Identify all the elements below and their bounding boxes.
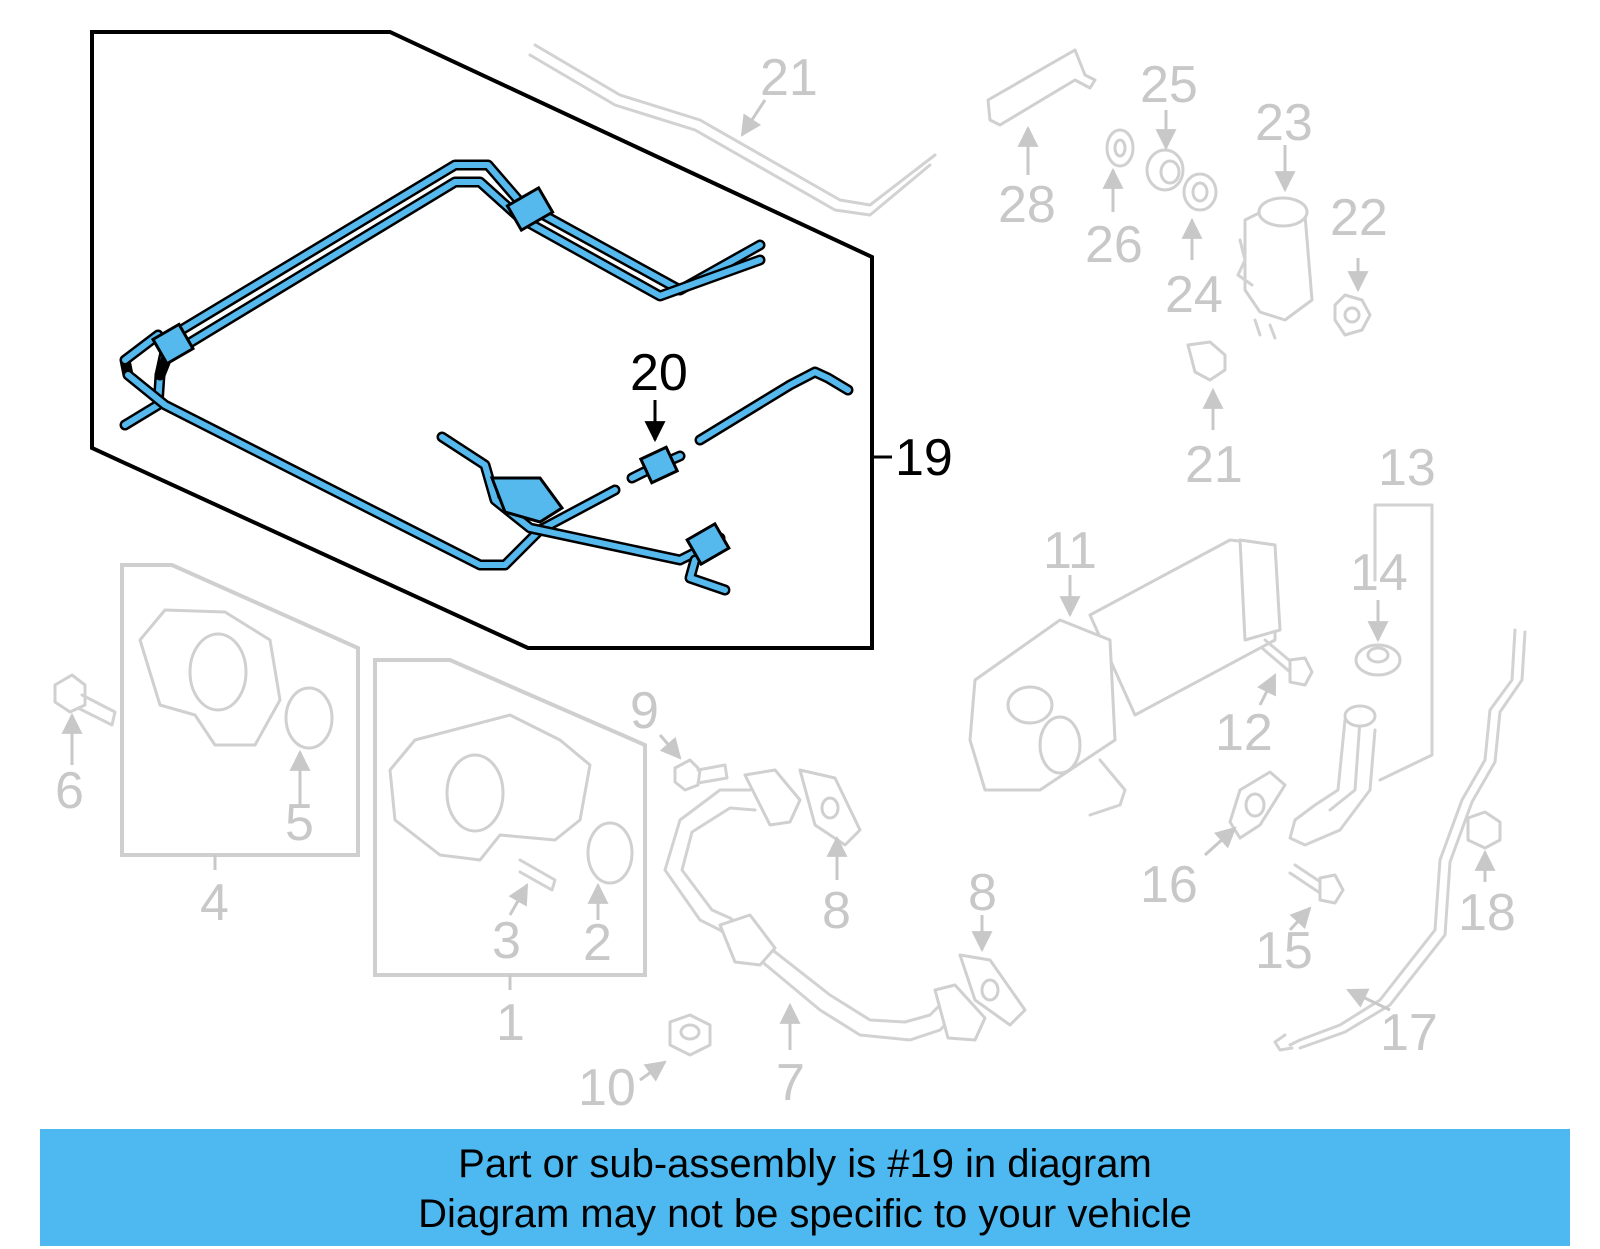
callout-11[interactable]: 11 (1043, 522, 1097, 580)
part-13-hose[interactable] (1288, 704, 1377, 847)
part-18-nut[interactable] (1466, 810, 1502, 850)
assembly-1-box[interactable] (373, 658, 647, 977)
arrow-3 (508, 883, 529, 916)
arrow-16 (1203, 826, 1237, 857)
arrow-12 (1257, 673, 1277, 706)
callout-12[interactable]: 12 (1215, 704, 1273, 762)
part-7-pipe[interactable] (663, 768, 987, 1042)
part-11-egr-cooler[interactable] (968, 538, 1282, 817)
vacuum-hose-assembly[interactable] (119, 159, 854, 596)
arrow-21 (740, 99, 767, 137)
callout-23[interactable]: 22 (1330, 189, 1388, 247)
part-8-gasket-lower[interactable] (958, 953, 1027, 1027)
part-22-solenoid[interactable] (1236, 196, 1314, 340)
callout-1[interactable]: 1 (496, 994, 525, 1052)
part-28-bracket[interactable] (986, 48, 1097, 127)
callout-4[interactable]: 4 (200, 874, 229, 932)
callout-9[interactable]: 9 (630, 682, 659, 740)
arrow-9 (658, 734, 682, 760)
callout-24[interactable]: 21 (1185, 436, 1243, 494)
part-6-bolt[interactable] (53, 673, 117, 727)
callout-6[interactable]: 6 (55, 762, 84, 820)
part-21-rod[interactable] (528, 43, 937, 217)
callout-19[interactable]: 19 (895, 429, 953, 487)
info-banner: Part or sub-assembly is #19 in diagram D… (40, 1129, 1570, 1246)
callout-16[interactable]: 16 (1140, 856, 1198, 914)
callout-15[interactable]: 15 (1255, 922, 1313, 980)
bracket-13 (1373, 503, 1434, 782)
callout-20[interactable]: 20 (630, 344, 688, 402)
part-20-connector[interactable] (626, 445, 686, 485)
banner-line-2: Diagram may not be specific to your vehi… (418, 1192, 1192, 1236)
arrow-17 (1346, 988, 1391, 1012)
callout-25[interactable]: 24 (1165, 266, 1223, 324)
part-9-bolt[interactable] (673, 758, 729, 792)
banner-line-1: Part or sub-assembly is #19 in diagram (458, 1142, 1152, 1186)
part-16-gasket[interactable] (1228, 770, 1287, 840)
part-23-nut[interactable] (1333, 293, 1372, 337)
callout-8a[interactable]: 8 (822, 882, 851, 940)
part-25-washer[interactable] (1182, 172, 1218, 212)
part-8-gasket-upper[interactable] (798, 768, 862, 847)
callout-13[interactable]: 13 (1378, 439, 1436, 497)
assembly-19-box[interactable] (90, 30, 874, 650)
callout-8b[interactable]: 8 (968, 864, 997, 922)
callout-10[interactable]: 10 (578, 1059, 636, 1117)
callout-17[interactable]: 17 (1380, 1004, 1438, 1062)
part-17-sensor-line[interactable] (1273, 628, 1527, 1052)
part-10-nut[interactable] (668, 1013, 712, 1057)
callout-22[interactable]: 23 (1255, 94, 1313, 152)
arrow-15 (1288, 906, 1312, 932)
callout-7[interactable]: 7 (776, 1054, 805, 1112)
callout-14[interactable]: 14 (1350, 544, 1408, 602)
part-15-bolt[interactable] (1288, 863, 1345, 905)
callout-18[interactable]: 18 (1458, 884, 1516, 942)
part-12-bolt[interactable] (1260, 638, 1314, 687)
callout-2[interactable]: 2 (583, 914, 612, 972)
part-14-grommet[interactable] (1354, 643, 1402, 677)
assembly-4-box[interactable] (120, 563, 360, 857)
arrow-10 (639, 1060, 667, 1082)
callout-3[interactable]: 3 (492, 912, 521, 970)
callout-28[interactable]: 28 (998, 176, 1056, 234)
callout-5[interactable]: 5 (285, 794, 314, 852)
part-24-bolt[interactable] (1186, 340, 1227, 382)
part-27-washer[interactable] (1105, 128, 1135, 168)
callout-27[interactable]: 26 (1085, 216, 1143, 274)
callout-21[interactable]: 21 (760, 49, 818, 107)
callout-26[interactable]: 25 (1140, 56, 1198, 114)
part-26-bushing[interactable] (1145, 148, 1185, 192)
